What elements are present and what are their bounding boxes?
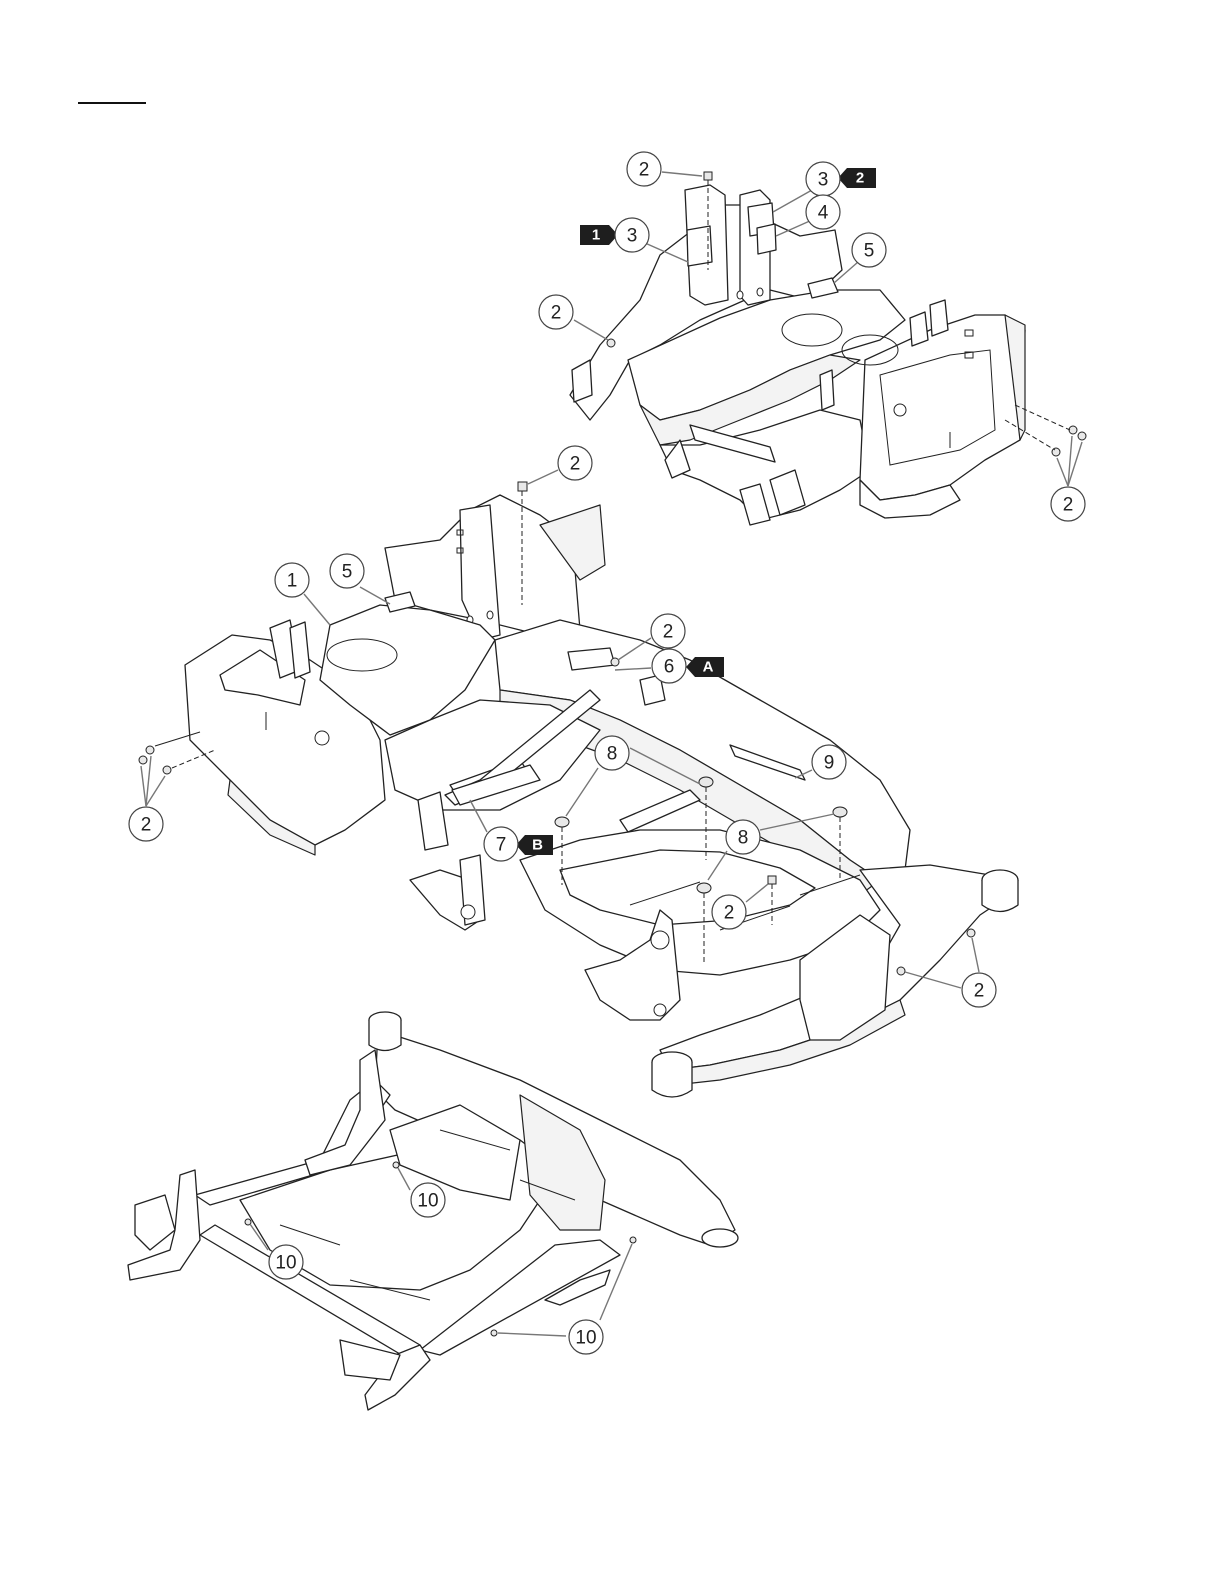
part-callout-number: 4 — [818, 203, 829, 224]
part-callout-number: 2 — [663, 622, 674, 643]
part-callout: 7 — [484, 827, 518, 861]
reference-tag: 2 — [838, 168, 876, 188]
part-callout: 1 — [275, 563, 309, 597]
part-callout-number: 3 — [818, 170, 829, 191]
main-frame-drawing — [139, 482, 1018, 1097]
part-callout-number: 1 — [287, 571, 298, 592]
part-callout-number: 8 — [738, 828, 749, 849]
part-callout: 2 — [1051, 487, 1085, 521]
part-callout-number: 2 — [974, 981, 985, 1002]
part-callout-number: 2 — [570, 454, 581, 475]
part-callout: 8 — [726, 820, 760, 854]
part-callout: 3 — [615, 218, 649, 252]
part-callout: 10 — [569, 1320, 603, 1354]
part-callout: 10 — [411, 1183, 445, 1217]
part-callout: 9 — [812, 745, 846, 779]
part-callout-number: 6 — [664, 657, 675, 678]
part-callout: 6 — [652, 649, 686, 683]
part-callout: 2 — [962, 973, 996, 1007]
part-callout: 2 — [627, 152, 661, 186]
part-callout: 10 — [269, 1245, 303, 1279]
part-callout-number: 2 — [1063, 495, 1074, 516]
part-callout-number: 10 — [575, 1328, 596, 1349]
part-callout-number: 8 — [607, 744, 618, 765]
part-callout-number: 5 — [342, 562, 353, 583]
part-callout: 2 — [129, 807, 163, 841]
part-callout: 2 — [539, 295, 573, 329]
part-callout-number: 7 — [496, 835, 507, 856]
part-callout-number: 2 — [724, 903, 735, 924]
part-callout: 2 — [651, 614, 685, 648]
part-callout: 5 — [852, 233, 886, 267]
reference-tag-label: B — [532, 837, 543, 854]
part-callout-number: 2 — [639, 160, 650, 181]
reference-tag: 1 — [580, 225, 618, 245]
reference-tag-label: A — [703, 659, 714, 676]
part-callout: 2 — [712, 895, 746, 929]
reference-tag-label: 2 — [856, 170, 864, 187]
part-callout-number: 10 — [275, 1253, 296, 1274]
reference-tag: B — [516, 835, 553, 855]
part-callout-number: 9 — [824, 753, 835, 774]
part-callout-number: 5 — [864, 241, 875, 262]
part-callout-number: 3 — [627, 226, 638, 247]
part-callout-number: 2 — [551, 303, 562, 324]
part-callout: 3 — [806, 162, 840, 196]
reference-tag-label: 1 — [592, 227, 600, 244]
part-callout: 5 — [330, 554, 364, 588]
part-callout: 4 — [806, 195, 840, 229]
part-callout: 8 — [595, 736, 629, 770]
part-callout-number: 2 — [141, 815, 152, 836]
part-callout-number: 10 — [417, 1191, 438, 1212]
part-callout: 2 — [558, 446, 592, 480]
